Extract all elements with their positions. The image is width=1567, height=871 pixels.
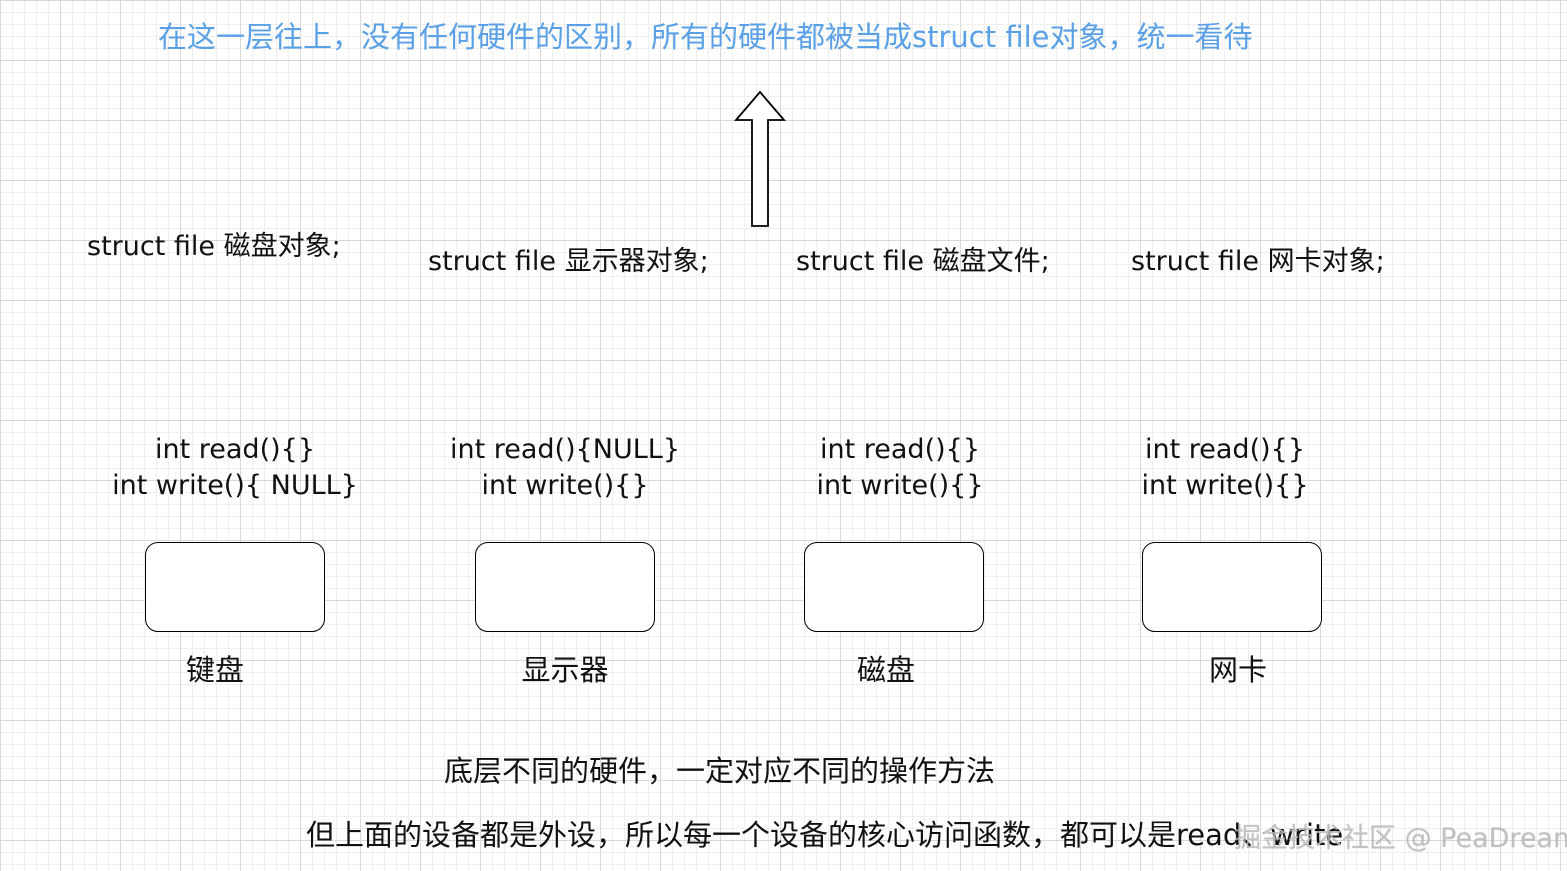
device-funcs-display: int read(){NULL} int write(){} <box>415 432 715 504</box>
device-box-nic <box>1142 542 1322 632</box>
read-func: int read(){} <box>154 434 315 465</box>
read-func: int read(){} <box>1144 434 1305 465</box>
up-arrow-icon <box>734 90 786 227</box>
device-label-keyboard: 键盘 <box>185 653 244 687</box>
device-label-display: 显示器 <box>521 653 609 687</box>
write-func: int write(){} <box>1141 470 1309 501</box>
note-different-hardware: 底层不同的硬件，一定对应不同的操作方法 <box>444 754 996 788</box>
device-funcs-disk: int read(){} int write(){} <box>750 432 1050 504</box>
device-box-display <box>475 542 655 632</box>
device-funcs-nic: int read(){} int write(){} <box>1075 432 1375 504</box>
device-box-disk <box>804 542 984 632</box>
write-func: int write(){} <box>481 470 649 501</box>
watermark: 掘金技术社区 @ PeaDream <box>1234 823 1567 854</box>
struct-label-disk: struct file 磁盘文件; <box>796 246 1050 277</box>
struct-label-keyboard: struct file 磁盘对象; <box>87 231 341 262</box>
header-note: 在这一层往上，没有任何硬件的区别，所有的硬件都被当成struct file对象，… <box>158 20 1253 54</box>
write-func: int write(){} <box>816 470 984 501</box>
read-func: int read(){} <box>819 434 980 465</box>
write-func: int write(){ NULL} <box>112 470 358 501</box>
struct-label-nic: struct file 网卡对象; <box>1131 246 1385 277</box>
device-funcs-keyboard: int read(){} int write(){ NULL} <box>85 432 385 504</box>
device-label-disk: 磁盘 <box>856 653 915 687</box>
device-label-nic: 网卡 <box>1208 653 1267 687</box>
note-read-write: 但上面的设备都是外设，所以每一个设备的核心访问函数，都可以是read、write <box>306 818 1344 852</box>
read-func: int read(){NULL} <box>449 434 681 465</box>
struct-label-display: struct file 显示器对象; <box>428 246 709 277</box>
device-box-keyboard <box>145 542 325 632</box>
